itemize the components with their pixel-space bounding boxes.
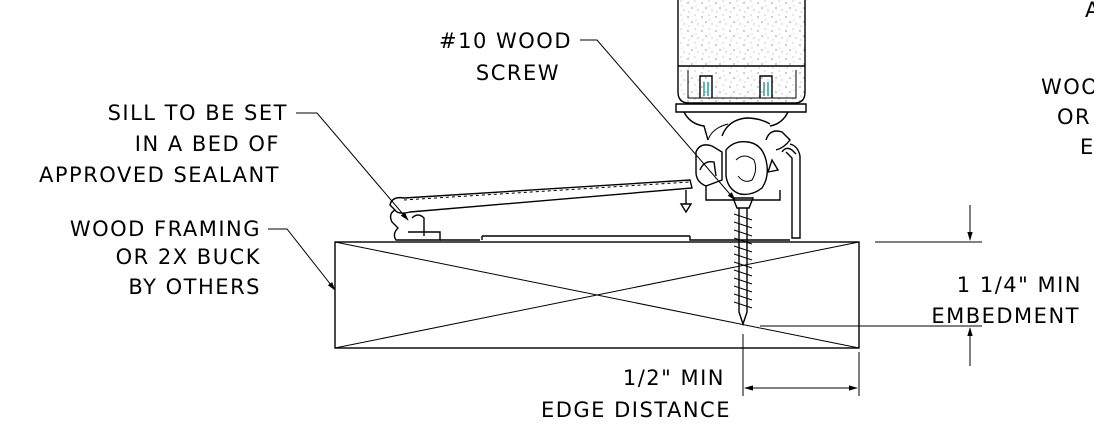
sill-label-line-2: IN A BED OF — [135, 132, 280, 156]
sill-extrusion — [389, 179, 790, 241]
clipped-label-a: A — [1085, 0, 1094, 22]
embedment-dimension — [760, 205, 982, 366]
framing-label-line-1: WOOD FRAMING — [70, 217, 261, 241]
clipped-label-woo: WOO — [1041, 75, 1094, 99]
wood-screw — [731, 197, 755, 327]
embedment-label-line-2: EMBEDMENT — [931, 304, 1080, 328]
edge-label-line-1: 1/2" MIN — [623, 366, 725, 390]
interlock-assembly — [695, 117, 801, 239]
embedment-label-line-1: 1 1/4" MIN — [957, 273, 1082, 297]
edge-label-line-2: EDGE DISTANCE — [541, 398, 731, 422]
clipped-label-e: E — [1080, 135, 1094, 159]
screw-label-line-1: #10 WOOD — [439, 29, 572, 53]
framing-label-line-3: BY OTHERS — [128, 275, 261, 299]
framing-label-line-2: OR 2X BUCK — [116, 245, 261, 269]
wood-framing-block — [334, 241, 860, 349]
sill-label-line-3: APPROVED SEALANT — [39, 163, 280, 187]
edge-distance-dimension — [742, 334, 860, 396]
door-panel — [675, 0, 807, 141]
sill-label-line-1: SILL TO BE SET — [108, 101, 288, 125]
clipped-label-or: OR — [1057, 105, 1091, 129]
leader-lines — [268, 39, 736, 291]
screw-label-line-2: SCREW — [476, 61, 560, 85]
